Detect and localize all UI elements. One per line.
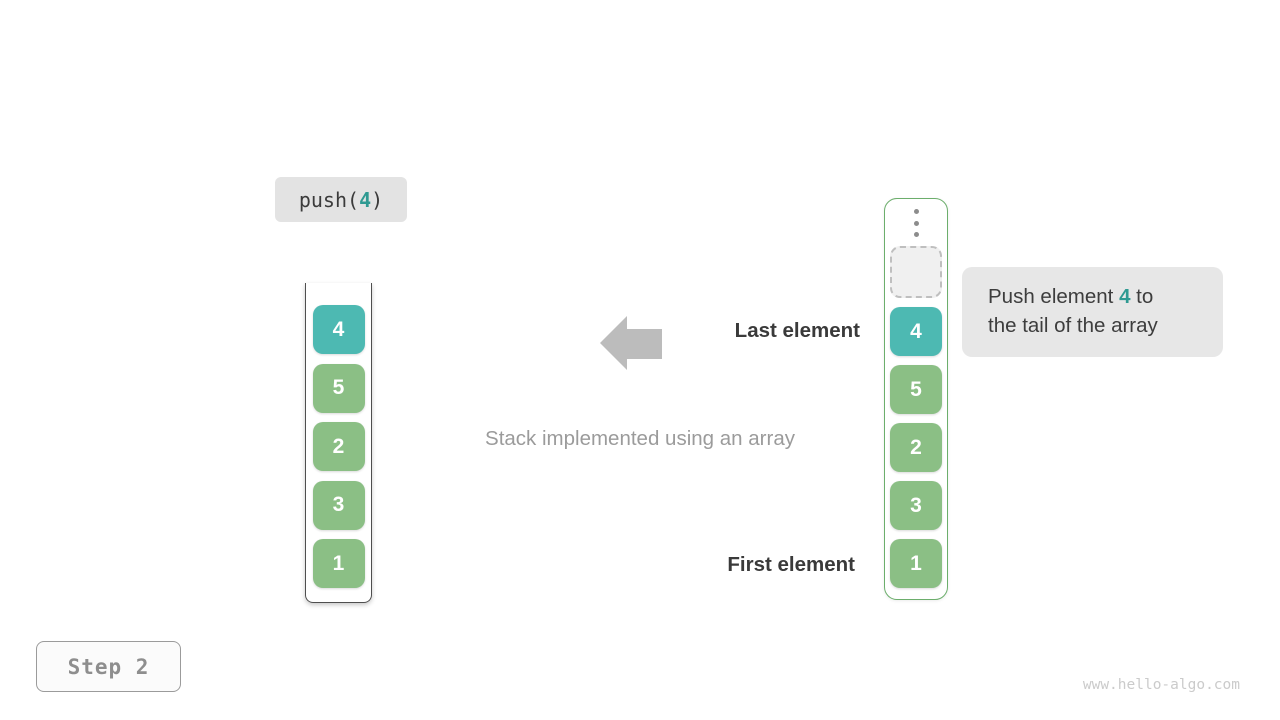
watermark: www.hello-algo.com xyxy=(1082,677,1240,693)
operation-argument: 4 xyxy=(359,187,372,212)
callout-value: 4 xyxy=(1119,285,1131,308)
callout-line1: Push element 4 to xyxy=(988,282,1223,311)
stack-cell: 1 xyxy=(312,539,365,588)
left-arrow-icon xyxy=(600,314,662,374)
empty-array-slot xyxy=(890,246,942,298)
operation-label: push(4) xyxy=(275,177,407,222)
step-badge: Step 2 xyxy=(36,641,181,692)
callout-text: Push element xyxy=(988,285,1120,308)
stack-cell: 2 xyxy=(312,422,365,471)
diagram-caption: Stack implemented using an array xyxy=(485,427,795,450)
array-cell: 4 xyxy=(890,307,942,356)
stack-cell: 4 xyxy=(312,305,365,354)
array-cell: 1 xyxy=(890,539,942,588)
stack-cell: 3 xyxy=(312,480,365,530)
callout-line2: the tail of the array xyxy=(988,314,1158,337)
operation-suffix: ) xyxy=(371,187,384,212)
operation-prefix: push( xyxy=(298,187,360,212)
array-container: 4 5 2 3 1 xyxy=(884,198,948,600)
stack-cell: 5 xyxy=(312,363,365,413)
stack-container: 4 5 2 3 1 xyxy=(305,283,372,603)
array-cell: 2 xyxy=(890,423,942,472)
first-element-label: First element xyxy=(727,553,855,576)
array-cell: 5 xyxy=(890,365,942,414)
array-cell: 3 xyxy=(890,481,942,530)
callout-bubble: Push element 4 to the tail of the array xyxy=(962,267,1223,357)
vertical-ellipsis-icon xyxy=(913,209,919,237)
last-element-label: Last element xyxy=(734,319,860,342)
callout-text: to xyxy=(1130,285,1154,308)
